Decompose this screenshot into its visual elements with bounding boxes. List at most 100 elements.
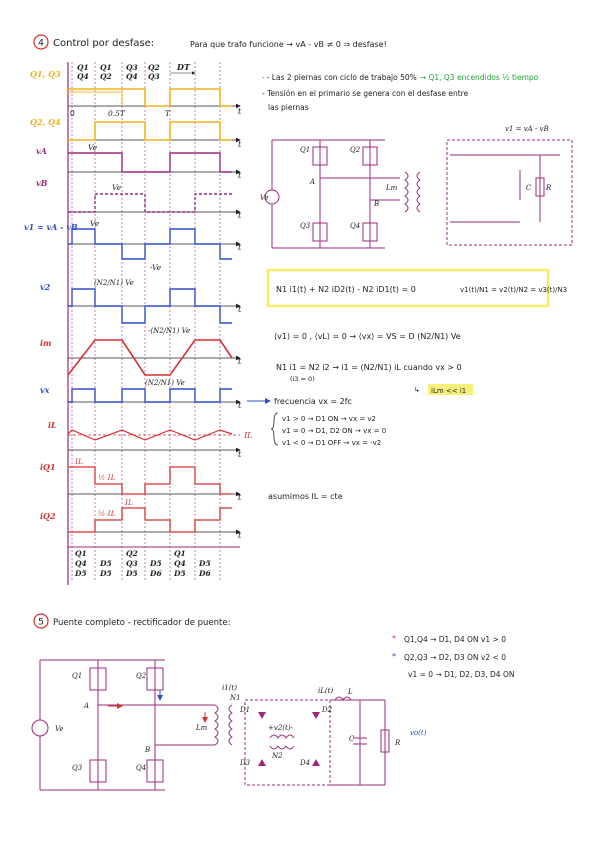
svg-text:N1: N1 bbox=[229, 694, 241, 702]
time-half: 0.5T bbox=[108, 109, 126, 118]
svg-text:Q3: Q3 bbox=[126, 63, 138, 72]
s5-line2: Q2,Q3 → D2, D3 ON v2 < 0 bbox=[404, 653, 506, 662]
svg-text:+v2(t)-: +v2(t)- bbox=[268, 724, 294, 732]
svg-text:Q1: Q1 bbox=[100, 63, 112, 72]
svg-text:D5: D5 bbox=[198, 559, 211, 568]
eq-ratio: v1(t)/N1 = v2(t)/N2 = v3(t)/N3 bbox=[460, 286, 567, 294]
svg-text:Q2: Q2 bbox=[100, 72, 112, 81]
svg-text:(N2/N1) Ve: (N2/N1) Ve bbox=[94, 279, 134, 287]
assume-line: asumimos IL = cte bbox=[268, 492, 343, 501]
svg-text:D3: D3 bbox=[239, 759, 251, 767]
svg-text:D2: D2 bbox=[321, 706, 333, 714]
svg-text:IL: IL bbox=[124, 498, 133, 507]
svg-text:½ IL: ½ IL bbox=[98, 473, 116, 482]
note-bullet2: - Tensión en el primario se genera con e… bbox=[262, 89, 469, 98]
svg-text:D5: D5 bbox=[99, 559, 112, 568]
svg-text:vo(t): vo(t) bbox=[410, 729, 427, 737]
row-label-v1: v1 = vA - vB bbox=[24, 222, 78, 232]
svg-text:t: t bbox=[238, 243, 242, 252]
section5-title: Puente completo - rectificador de puente… bbox=[53, 618, 230, 628]
svg-text:D1: D1 bbox=[239, 706, 250, 714]
svg-text:Q1: Q1 bbox=[72, 672, 82, 680]
section4-condition: Para que trafo funcione → vA - vB ≠ 0 ⇒ … bbox=[190, 40, 387, 49]
svg-text:IL: IL bbox=[243, 431, 252, 440]
svg-text:Lm: Lm bbox=[195, 724, 208, 732]
eq-current-hint: iLm << i1 bbox=[431, 387, 466, 395]
svg-text:t: t bbox=[238, 211, 242, 220]
eq-arrow-hint: ↳ bbox=[414, 386, 420, 394]
svg-text:*: * bbox=[392, 634, 396, 643]
wave-row-il: iL IL t bbox=[48, 420, 252, 459]
svg-text:t: t bbox=[238, 401, 242, 410]
note-bullet1: -- Las 2 piernas con ciclo de trabajo 50… bbox=[262, 73, 539, 82]
time-zero: 0 bbox=[70, 109, 75, 118]
svg-text:Q1: Q1 bbox=[77, 63, 89, 72]
row-label-q2q4: Q2, Q4 bbox=[30, 117, 61, 127]
svg-text:R: R bbox=[394, 739, 401, 747]
svg-text:D5: D5 bbox=[99, 569, 112, 578]
row-label-v2: v2 bbox=[40, 282, 51, 292]
s5-line1: Q1,Q4 → D1, D4 ON v1 > 0 bbox=[404, 635, 506, 644]
section5-notes: * Q1,Q4 → D1, D4 ON v1 > 0 * Q2,Q3 → D2,… bbox=[392, 634, 514, 679]
svg-text:A: A bbox=[83, 702, 89, 710]
svg-text:D6: D6 bbox=[149, 569, 163, 578]
svg-text:Q4: Q4 bbox=[174, 559, 186, 568]
svg-text:iL(t): iL(t) bbox=[318, 687, 333, 695]
svg-text:L: L bbox=[347, 688, 353, 696]
wave-row-vb: vB Ve t bbox=[36, 178, 242, 220]
svg-text:*: * bbox=[392, 652, 396, 661]
svg-text:Q2: Q2 bbox=[148, 63, 160, 72]
time-T: T bbox=[165, 109, 171, 118]
svg-text:Q2: Q2 bbox=[350, 146, 361, 154]
s5-line3: v1 = 0 → D1, D2, D3, D4 ON bbox=[408, 670, 514, 679]
svg-text:C: C bbox=[349, 735, 355, 743]
freq-line: frecuencia vx = 2fc bbox=[274, 397, 352, 406]
section4-header: 4 Control por desfase: Para que trafo fu… bbox=[33, 34, 387, 50]
dt-label: DT bbox=[176, 62, 191, 72]
row-label-iq2: iQ2 bbox=[40, 511, 56, 521]
wave-row-vx: vx (N2/N1) Ve t bbox=[40, 379, 242, 410]
svg-text:Q4: Q4 bbox=[350, 222, 360, 230]
svg-text:i1(t): i1(t) bbox=[222, 684, 237, 692]
row-label-va: vA bbox=[36, 146, 47, 156]
svg-text:Ve: Ve bbox=[112, 183, 122, 192]
row-label-im: im bbox=[40, 338, 52, 348]
svg-text:Lm: Lm bbox=[385, 184, 398, 192]
section-number-4: 4 bbox=[38, 39, 44, 49]
svg-text:Q4: Q4 bbox=[136, 764, 146, 772]
svg-text:D5: D5 bbox=[74, 569, 87, 578]
wave-row-v1: v1 = vA - vB Ve -Ve t bbox=[24, 219, 242, 272]
row-label-iq1: iQ1 bbox=[40, 462, 56, 472]
svg-text:A: A bbox=[309, 178, 315, 186]
svg-text:R: R bbox=[545, 184, 552, 192]
svg-text:B: B bbox=[144, 746, 150, 754]
svg-text:N2: N2 bbox=[271, 752, 283, 760]
case-1: v1 > 0 → D1 ON → vx = v2 bbox=[282, 415, 376, 423]
top-switch-tags: Q1 Q4 Q1 Q2 Q3 Q4 Q2 Q3 bbox=[77, 63, 160, 81]
yellow-equation-box bbox=[266, 268, 550, 308]
svg-text:t: t bbox=[238, 531, 242, 540]
svg-text:-Ve: -Ve bbox=[150, 263, 162, 272]
waveform-diagram: Q1 Q4 Q1 Q2 Q3 Q4 Q2 Q3 DT Q1, Q3 0 0.5T… bbox=[24, 62, 252, 585]
svg-text:Q3: Q3 bbox=[300, 222, 311, 230]
svg-text:Q1: Q1 bbox=[75, 549, 87, 558]
section4-circuit: v1 = vA - vB Q1 Q2 Q3 Q4 A bbox=[260, 125, 573, 249]
section5-header: 5 Puente completo - rectificador de puen… bbox=[33, 613, 230, 629]
eq-current-note: (i3 = 0) bbox=[290, 375, 315, 383]
row-label-q1q3: Q1, Q3 bbox=[30, 69, 61, 79]
row-label-vb: vB bbox=[36, 178, 48, 188]
case-2: v1 = 0 → D1, D2 ON → vx = 0 bbox=[282, 427, 386, 435]
row-label-vx: vx bbox=[40, 385, 50, 395]
section5-circuit: Q1 Q2 Q3 Q4 A B Ve Lm N1 D1 D2 D3 D4 L C… bbox=[31, 659, 427, 791]
svg-text:t: t bbox=[238, 305, 242, 314]
wave-row-q2q4: Q2, Q4 t bbox=[30, 117, 242, 149]
svg-text:t: t bbox=[238, 107, 242, 116]
eq-current: N1 i1 = N2 i2 → i1 = (N2/N1) iL cuando v… bbox=[276, 363, 462, 372]
svg-text:Ve: Ve bbox=[88, 143, 98, 152]
case-3: v1 < 0 → D1 OFF → vx = -v2 bbox=[282, 439, 381, 447]
svg-text:D6: D6 bbox=[198, 569, 212, 578]
svg-text:(N2/N1) Ve: (N2/N1) Ve bbox=[145, 379, 185, 387]
wave-row-iq1: iQ1 IL ½ IL t bbox=[40, 457, 242, 502]
svg-text:Ve: Ve bbox=[90, 219, 100, 228]
svg-text:Q2: Q2 bbox=[126, 549, 138, 558]
